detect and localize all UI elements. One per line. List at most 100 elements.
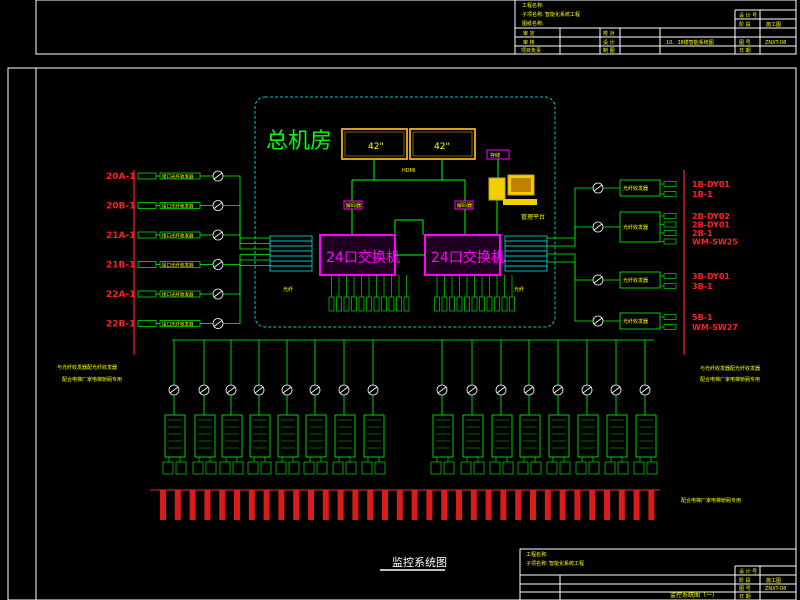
- top-right-value-2: 施工图: [766, 21, 781, 28]
- camera-node: [162, 461, 174, 475]
- bottom-note: 配合电梯厂家电梯轿厢专用: [681, 497, 741, 504]
- camera-icon: [592, 274, 604, 286]
- camera-node: [443, 461, 455, 475]
- camera-label-block: [396, 490, 403, 520]
- camera-node: [192, 461, 204, 475]
- right-floor-device-label: 光纤收发器: [623, 224, 648, 231]
- camera-label-block: [322, 490, 329, 520]
- camera-label-block: [485, 490, 492, 520]
- camera-label-block: [500, 490, 507, 520]
- left-floor-camera: [137, 202, 157, 209]
- camera-node: [430, 461, 442, 475]
- right-floor-camera: [663, 273, 677, 279]
- title-block-bottom-text: 工程名称: 子项名称: 智能化系统工程 监控系统图（一） 设 计 号 阶 段 图…: [526, 551, 786, 600]
- bottom-right-value-2: 施工图: [766, 577, 781, 584]
- bottom-project-label: 工程名称:: [526, 551, 548, 558]
- floor-switch-box: [606, 414, 628, 458]
- camera-label-block: [544, 490, 551, 520]
- floor-switch-box: [363, 414, 385, 458]
- camera-label-block: [234, 490, 240, 520]
- camera-label-block: [219, 490, 226, 520]
- camera-node: [275, 461, 287, 475]
- camera-icon: [281, 384, 293, 396]
- camera-icon: [610, 384, 622, 396]
- title-block-bottom: [519, 548, 797, 600]
- camera-label-block: [574, 490, 581, 520]
- left-floor-camera: [137, 172, 157, 180]
- camera-icon: [436, 384, 448, 396]
- bottom-subproject-label: 子项名称:: [526, 560, 548, 567]
- switch-right: [424, 234, 501, 276]
- right-floor-label: 2B-1: [692, 229, 713, 238]
- camera-node: [575, 461, 587, 475]
- main-frame: [7, 67, 797, 600]
- camera-node: [361, 461, 373, 475]
- bottom-camera-group: [150, 275, 660, 520]
- left-floor-camera: [137, 231, 157, 239]
- top-row-label-mid-1: 校 对: [603, 30, 615, 37]
- top-right-label-3: 图 号: [739, 40, 751, 46]
- right-note-line-1: 与光纤收发器配光纤收发器: [700, 365, 760, 372]
- top-row-label-mid-2: 设 计: [603, 39, 615, 46]
- patch-panel-left: [269, 235, 313, 272]
- camera-icon: [592, 315, 604, 327]
- camera-label-block: [382, 490, 388, 520]
- right-floor-device-label: 光纤收发器: [623, 277, 648, 284]
- camera-icon: [367, 384, 379, 396]
- camera-icon: [466, 384, 478, 396]
- camera-icon: [581, 384, 593, 396]
- switch-left-label: 24口交换机: [326, 249, 400, 266]
- camera-node: [175, 461, 187, 475]
- optical-port: [343, 296, 350, 312]
- floor-switch-box: [277, 414, 299, 458]
- right-floor-camera: [663, 191, 677, 197]
- floor-switch-box: [432, 414, 454, 458]
- left-floor-device-label: 接口光纤收发器: [162, 203, 194, 210]
- optical-port: [501, 296, 508, 312]
- workstation-tower: [488, 177, 506, 201]
- camera-icon: [198, 384, 210, 396]
- left-floor-device-label: 接口光纤收发器: [162, 232, 194, 239]
- optical-port: [486, 296, 493, 312]
- fiber-label-right: 光纤: [514, 286, 524, 293]
- optical-port: [456, 296, 463, 312]
- optical-port: [366, 296, 372, 312]
- camera-node: [604, 461, 616, 475]
- camera-icon: [212, 200, 224, 211]
- left-floor-device-label: 接口光纤收发器: [162, 262, 194, 269]
- camera-label-block: [618, 490, 625, 520]
- camera-label-block: [367, 490, 374, 520]
- camera-label-block: [559, 490, 566, 520]
- top-right-label-1: 设 计 号: [739, 12, 757, 19]
- camera-node: [588, 461, 600, 475]
- camera-node: [345, 461, 357, 475]
- floor-switch-box: [334, 414, 356, 458]
- camera-node: [646, 461, 658, 475]
- camera-icon: [523, 384, 535, 396]
- right-floor-device-label: 光纤收发器: [623, 185, 648, 192]
- bottom-subproject-value: 智能化系统工程: [549, 560, 584, 567]
- left-note: 与光纤收发器配光纤收发器 配合电梯厂家电梯轿厢专用: [57, 364, 122, 383]
- top-drawing-label: 图纸名称:: [522, 20, 544, 27]
- camera-node: [517, 461, 529, 475]
- title-block-top: [35, 0, 797, 55]
- camera-label-block: [278, 490, 285, 520]
- monitor-left-label: 42": [368, 142, 384, 152]
- switch-right-label: 24口交换机: [431, 249, 505, 266]
- top-subproject-value: 智能化系统工程: [545, 11, 580, 18]
- camera-label-block: [204, 490, 211, 520]
- camera-label-block: [308, 490, 314, 520]
- right-floor-camera: [663, 324, 677, 330]
- camera-node: [316, 461, 328, 475]
- left-floor-label: 21B-1: [106, 261, 135, 271]
- top-subproject-label: 子项名称:: [522, 11, 544, 18]
- right-note-line-2: 配合电梯厂家电梯轿厢专用: [700, 376, 760, 383]
- workstation-label: 管理平台: [521, 213, 545, 221]
- camera-icon: [338, 384, 350, 396]
- optical-port: [449, 296, 455, 312]
- floor-switch-box: [548, 414, 570, 458]
- workstation-keyboard: [503, 199, 537, 205]
- optical-port: [381, 296, 387, 312]
- camera-node: [219, 461, 231, 475]
